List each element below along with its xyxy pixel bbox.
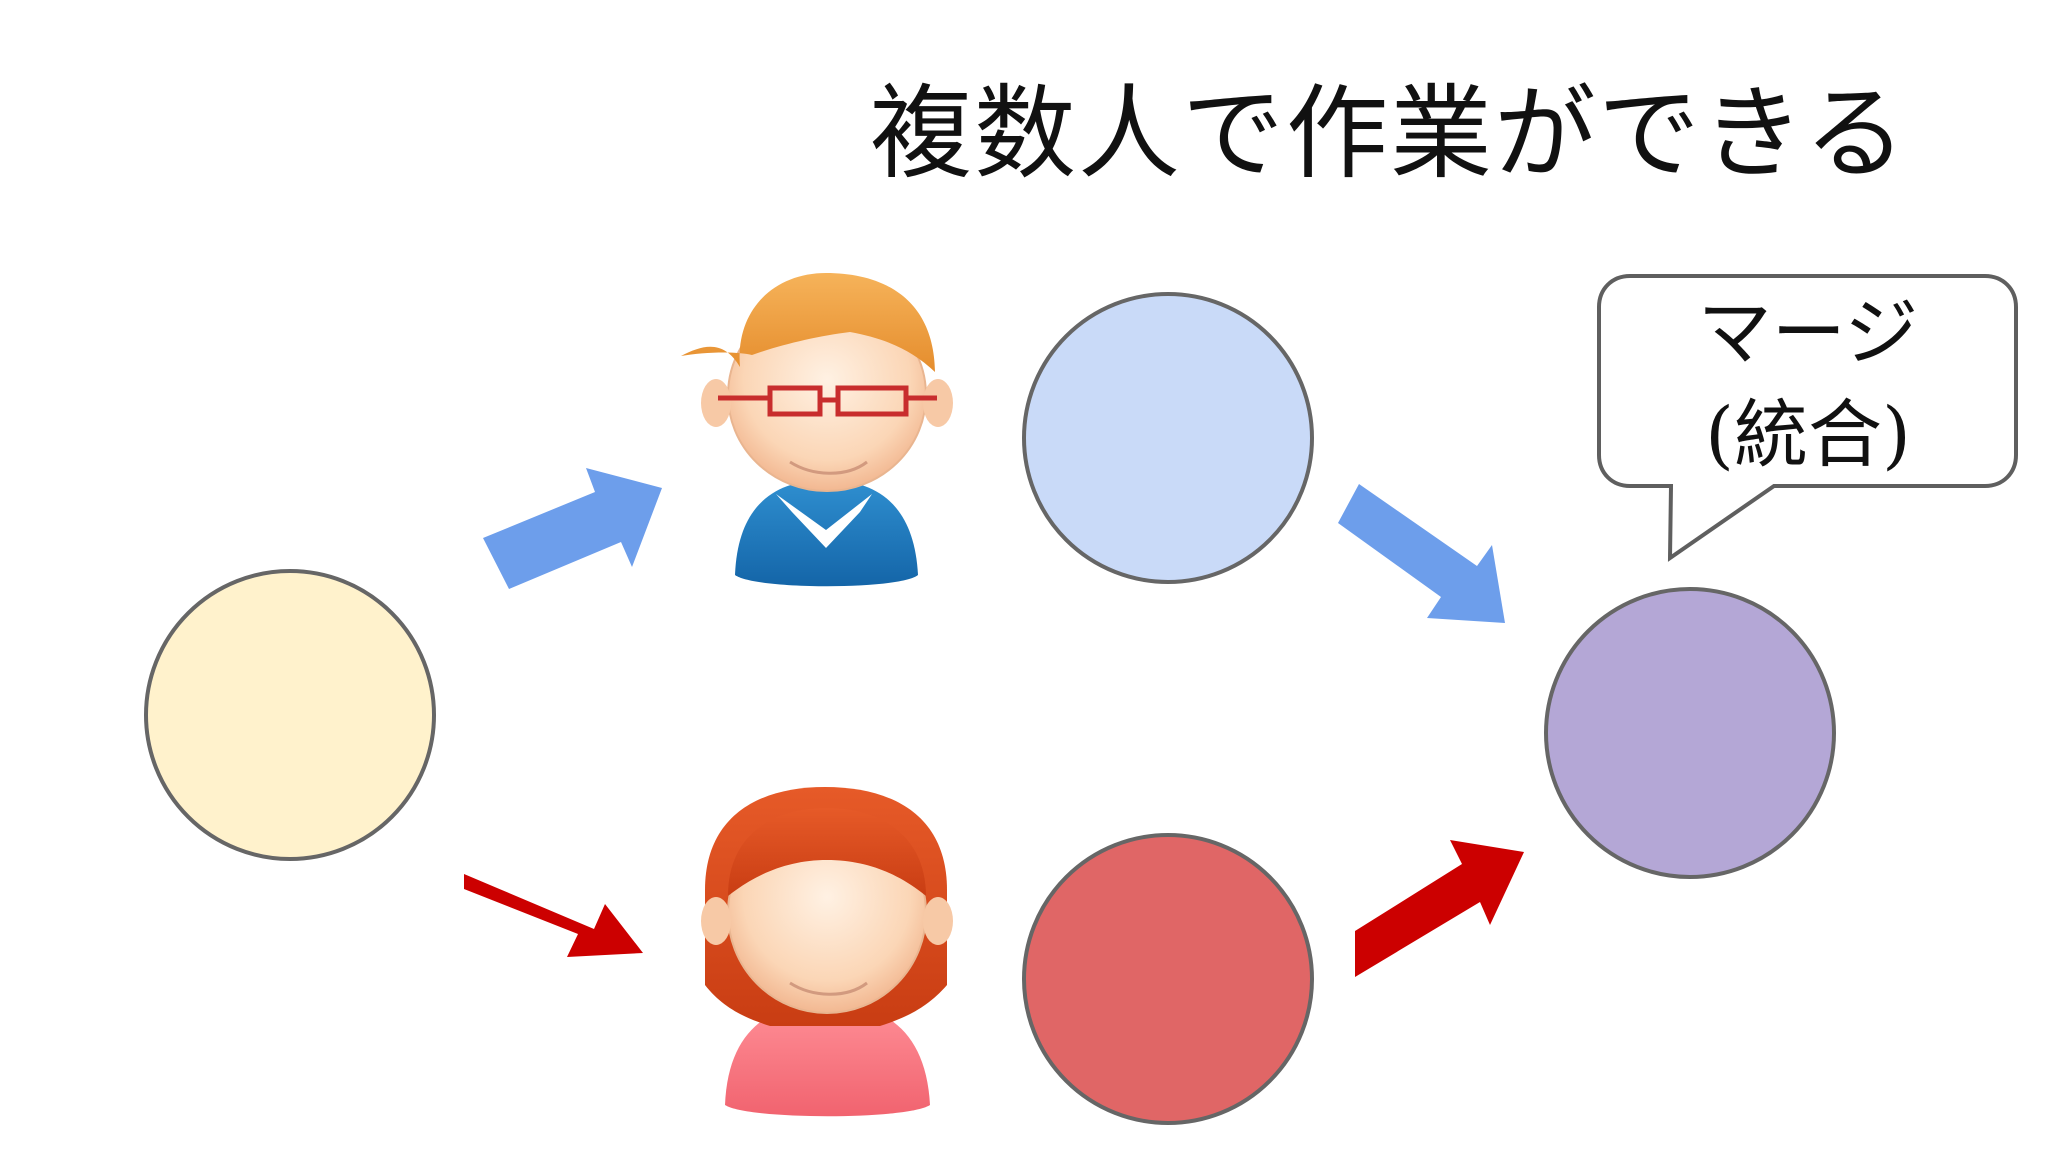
red-arrow-to-bottom-user bbox=[464, 874, 643, 957]
callout-line-1: マージ bbox=[1698, 290, 1919, 376]
male-user-with-glasses-icon bbox=[681, 273, 953, 587]
red-arrow-to-merge bbox=[1355, 840, 1524, 977]
red-branch-node bbox=[1022, 833, 1314, 1125]
slide-title: 複数人で作業ができる bbox=[870, 75, 1908, 194]
blue-arrow-to-top-user bbox=[483, 468, 662, 589]
merge-callout-bubble: マージ (統合) bbox=[1597, 274, 2018, 562]
female-user-icon bbox=[701, 787, 953, 1117]
blue-arrow-to-merge bbox=[1338, 484, 1505, 623]
callout-line-2: (統合) bbox=[1705, 392, 1911, 478]
merged-node bbox=[1544, 587, 1836, 879]
origin-node bbox=[144, 569, 436, 861]
blue-branch-node bbox=[1022, 292, 1314, 584]
